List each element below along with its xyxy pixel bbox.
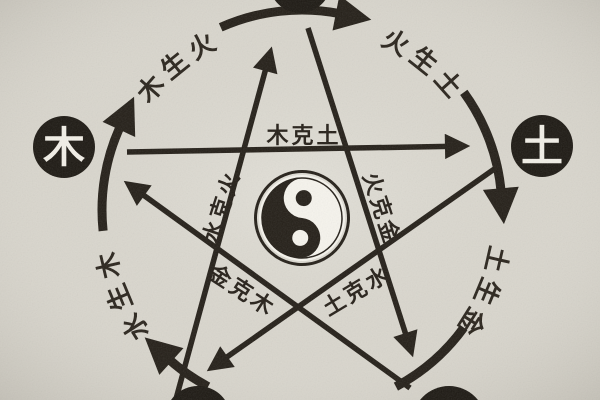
five-elements-svg: 木生火 火生土 土生金 水生木 木克土 水克火 火克金 金克木 土克水 木 土	[0, 0, 600, 400]
paper-texture	[0, 0, 600, 400]
five-elements-diagram: 木生火 火生土 土生金 水生木 木克土 水克火 火克金 金克木 土克水 木 土	[0, 0, 600, 400]
